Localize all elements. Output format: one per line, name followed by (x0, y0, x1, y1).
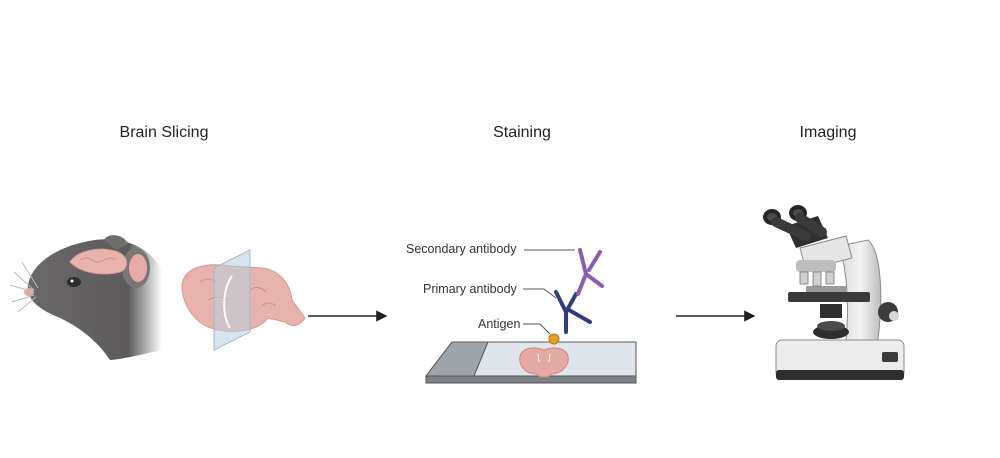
label-antigen: Antigen (478, 317, 521, 331)
label-primary-antibody: Primary antibody (423, 282, 517, 296)
microscope-icon (763, 205, 905, 380)
label-secondary-antibody: Secondary antibody (406, 242, 517, 256)
stage-title-brain-slicing: Brain Slicing (119, 124, 209, 141)
antigen-icon (548, 333, 560, 345)
brain-slicing-illustration (181, 249, 306, 351)
stage-title-staining: Staining (493, 124, 551, 141)
mouse-head-illustration (9, 235, 162, 360)
stage-title-imaging: Imaging (799, 124, 857, 141)
secondary-antibody-icon (576, 248, 604, 296)
primary-antibody-icon (554, 290, 592, 334)
microscope-slide (424, 341, 637, 384)
